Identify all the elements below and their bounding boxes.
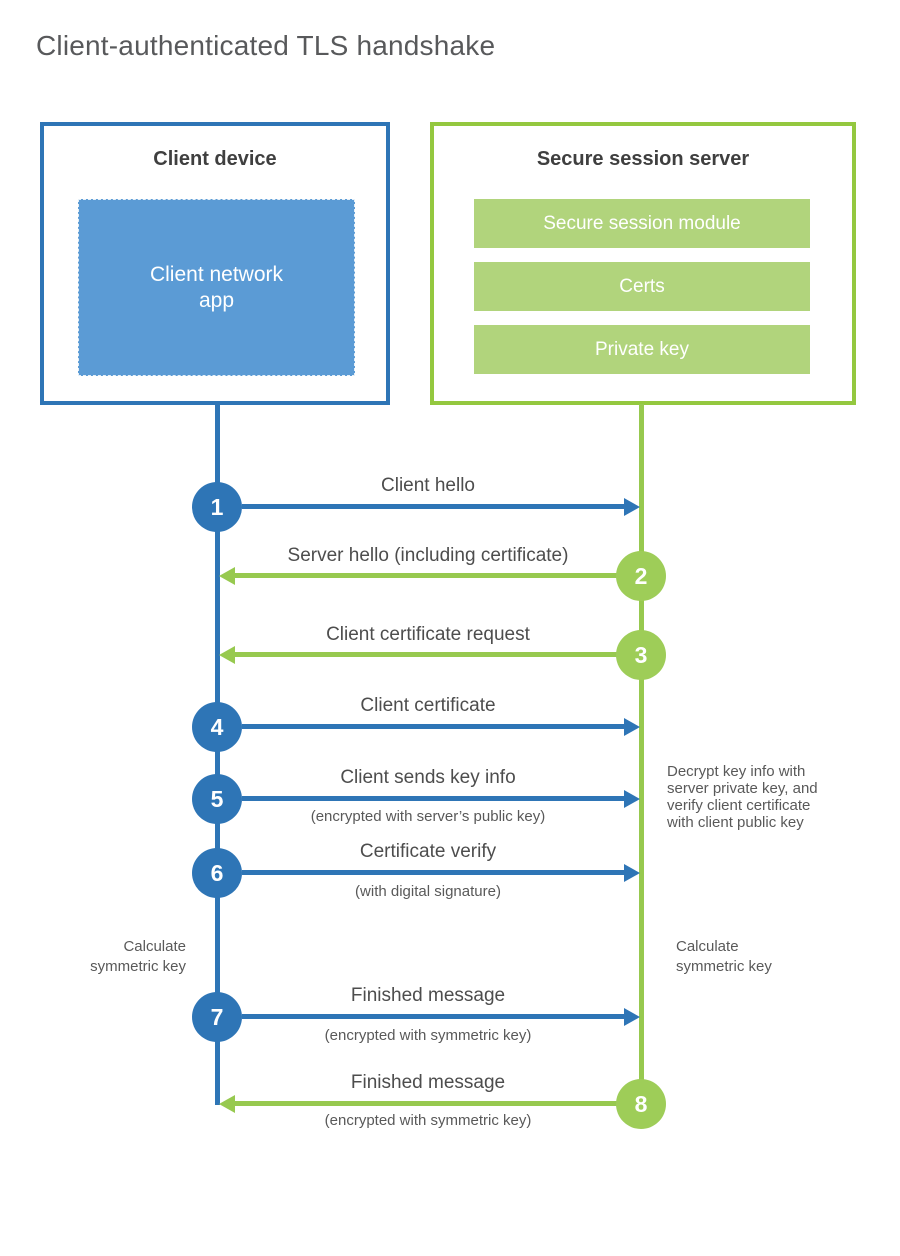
- step-3-arrow: [235, 652, 618, 657]
- step-5-badge: 5: [192, 774, 242, 824]
- page-title: Client-authenticated TLS handshake: [36, 30, 496, 61]
- client-lifeline: [215, 404, 220, 1105]
- client-device-title: Client device: [153, 148, 277, 170]
- step-7-badge: 7: [192, 992, 242, 1042]
- server-module-secure-session-module: Secure session module: [474, 199, 810, 248]
- step-5-label: Client sends key info: [340, 767, 516, 788]
- step-8-arrow: [235, 1101, 618, 1106]
- step-7-arrow: [242, 1014, 624, 1019]
- step-5-sublabel: (encrypted with server’s public key): [310, 808, 546, 825]
- step-4-arrow: [242, 724, 624, 729]
- step-2-label: Server hello (including certificate): [287, 545, 569, 566]
- step-1-badge: 1: [192, 482, 242, 532]
- server-calculate-symmetric-key-note: Calculate symmetric key: [676, 938, 772, 975]
- step-4-arrowhead-right-icon: [624, 718, 640, 736]
- step-1-arrowhead-right-icon: [624, 498, 640, 516]
- step-8-arrowhead-left-icon: [219, 1095, 235, 1113]
- step-8-badge: 8: [616, 1079, 666, 1129]
- step-6-arrow: [242, 870, 624, 875]
- step-2-badge: 2: [616, 551, 666, 601]
- server-module-certs: Certs: [474, 262, 810, 311]
- step-7-arrowhead-right-icon: [624, 1008, 640, 1026]
- step-4-badge: 4: [192, 702, 242, 752]
- step-8-sublabel: (encrypted with symmetric key): [324, 1112, 532, 1129]
- step-7-sublabel: (encrypted with symmetric key): [324, 1027, 532, 1044]
- step-5-arrow: [242, 796, 624, 801]
- server-lifeline: [639, 404, 644, 1105]
- step-3-badge: 3: [616, 630, 666, 680]
- step-6-arrowhead-right-icon: [624, 864, 640, 882]
- client-network-app-label: Client network app: [149, 262, 284, 312]
- secure-session-server-title: Secure session server: [536, 148, 750, 170]
- step-6-badge: 6: [192, 848, 242, 898]
- step-7-label: Finished message: [350, 985, 506, 1006]
- step-1-label: Client hello: [381, 475, 475, 496]
- step-2-arrow: [235, 573, 618, 578]
- step-8-label: Finished message: [350, 1072, 506, 1093]
- server-decrypt-note: Decrypt key info with server private key…: [667, 763, 818, 831]
- step-4-label: Client certificate: [360, 695, 496, 716]
- step-5-arrowhead-right-icon: [624, 790, 640, 808]
- step-1-arrow: [242, 504, 624, 509]
- step-6-label: Certificate verify: [359, 841, 497, 862]
- step-3-label: Client certificate request: [326, 624, 530, 645]
- step-2-arrowhead-left-icon: [219, 567, 235, 585]
- server-module-private-key: Private key: [474, 325, 810, 374]
- step-3-arrowhead-left-icon: [219, 646, 235, 664]
- client-calculate-symmetric-key-note: Calculate symmetric key: [90, 938, 186, 975]
- client-network-app-box: Client network app: [78, 199, 355, 376]
- step-6-sublabel: (with digital signature): [355, 883, 501, 900]
